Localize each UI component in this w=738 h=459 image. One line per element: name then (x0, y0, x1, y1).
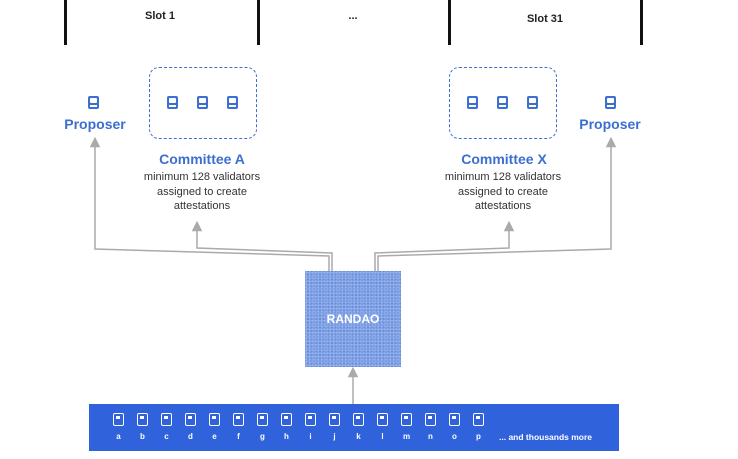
pool-validator-icon (257, 413, 268, 426)
committee-a-desc-line: minimum 128 validators (143, 171, 261, 183)
slot-divider-left (64, 0, 67, 45)
pool-validator-letter: n (428, 432, 433, 441)
pool-validator-letter: j (333, 432, 336, 441)
pool-validator-icon (161, 413, 172, 426)
slot-1-label: Slot 1 (145, 10, 175, 22)
pool-validator-letter: c (164, 432, 169, 441)
committee-a-validator-icon (197, 96, 208, 109)
committee-x-validator-icon (467, 96, 478, 109)
pool-validator-letter: p (476, 432, 481, 441)
committee-a-title: Committee A (159, 151, 245, 167)
randao-box: RANDAO (305, 271, 401, 367)
right-proposer-label: Proposer (579, 116, 641, 132)
pool-validator-icon (401, 413, 412, 426)
committee-x-box (449, 67, 557, 139)
pool-validator-icon (281, 413, 292, 426)
left-proposer-label: Proposer (64, 116, 126, 132)
pool-validator-letter: e (212, 432, 217, 441)
pool-validator-icon (473, 413, 484, 426)
pool-validator-letter: o (452, 432, 457, 441)
pool-validator-icon (353, 413, 364, 426)
committee-a-validator-icon (167, 96, 178, 109)
validator-pool: ... and thousands more a b c d e f g h i j k l m n o p (89, 404, 619, 451)
committee-a-validator-icon (227, 96, 238, 109)
arrow-to-committee-x (374, 220, 515, 271)
left-proposer-validator-icon (88, 96, 99, 109)
randao-label: RANDAO (326, 312, 380, 326)
pool-validator-icon (209, 413, 220, 426)
committee-a-desc-line: attestations (173, 200, 231, 212)
committee-x-desc-line: assigned to create (458, 185, 548, 198)
committee-x-validator-icon (527, 96, 538, 109)
slot-divider-mid-right (448, 0, 451, 45)
pool-validator-icon (185, 413, 196, 426)
pool-validator-icon (377, 413, 388, 426)
pool-validator-letter: b (140, 432, 145, 441)
pool-validator-letter: g (260, 432, 265, 441)
slot-divider-right (640, 0, 643, 45)
pool-validator-icon (137, 413, 148, 426)
pool-validator-icon (233, 413, 244, 426)
committee-x-validator-icon (497, 96, 508, 109)
pool-more-label: ... and thousands more (499, 432, 593, 442)
committee-x-desc-line: minimum 128 validators (444, 171, 562, 183)
committee-x-desc-line: attestations (474, 200, 532, 212)
pool-validator-letter: a (116, 432, 121, 441)
arrow-to-committee-a (191, 220, 333, 271)
pool-validator-letter: l (381, 432, 384, 441)
pool-validator-icon (425, 413, 436, 426)
slot-31-label: Slot 31 (526, 13, 564, 25)
right-proposer-validator-icon (605, 96, 616, 109)
pool-validator-icon (449, 413, 460, 426)
pool-validator-letter: h (284, 432, 289, 441)
pool-validator-icon (329, 413, 340, 426)
pool-validator-letter: k (356, 432, 361, 441)
committee-a-box (149, 67, 257, 139)
pool-validator-letter: i (309, 432, 312, 441)
committee-a-desc-line: assigned to create (157, 185, 247, 198)
arrow-to-left-proposer (89, 136, 330, 271)
pool-validator-icon (305, 413, 316, 426)
pool-validator-letter: d (188, 432, 193, 441)
slot-divider-mid-left (257, 0, 260, 45)
slot-ellipsis-label: ... (348, 10, 358, 22)
arrow-to-right-proposer (377, 136, 617, 271)
committee-a-description: minimum 128 validators assigned to creat… (122, 170, 282, 214)
pool-validator-letter: f (237, 432, 240, 441)
pool-validator-letter: m (402, 432, 411, 441)
committee-x-title: Committee X (461, 151, 547, 167)
committee-x-description: minimum 128 validators assigned to creat… (423, 170, 583, 214)
pool-validator-icon (113, 413, 124, 426)
